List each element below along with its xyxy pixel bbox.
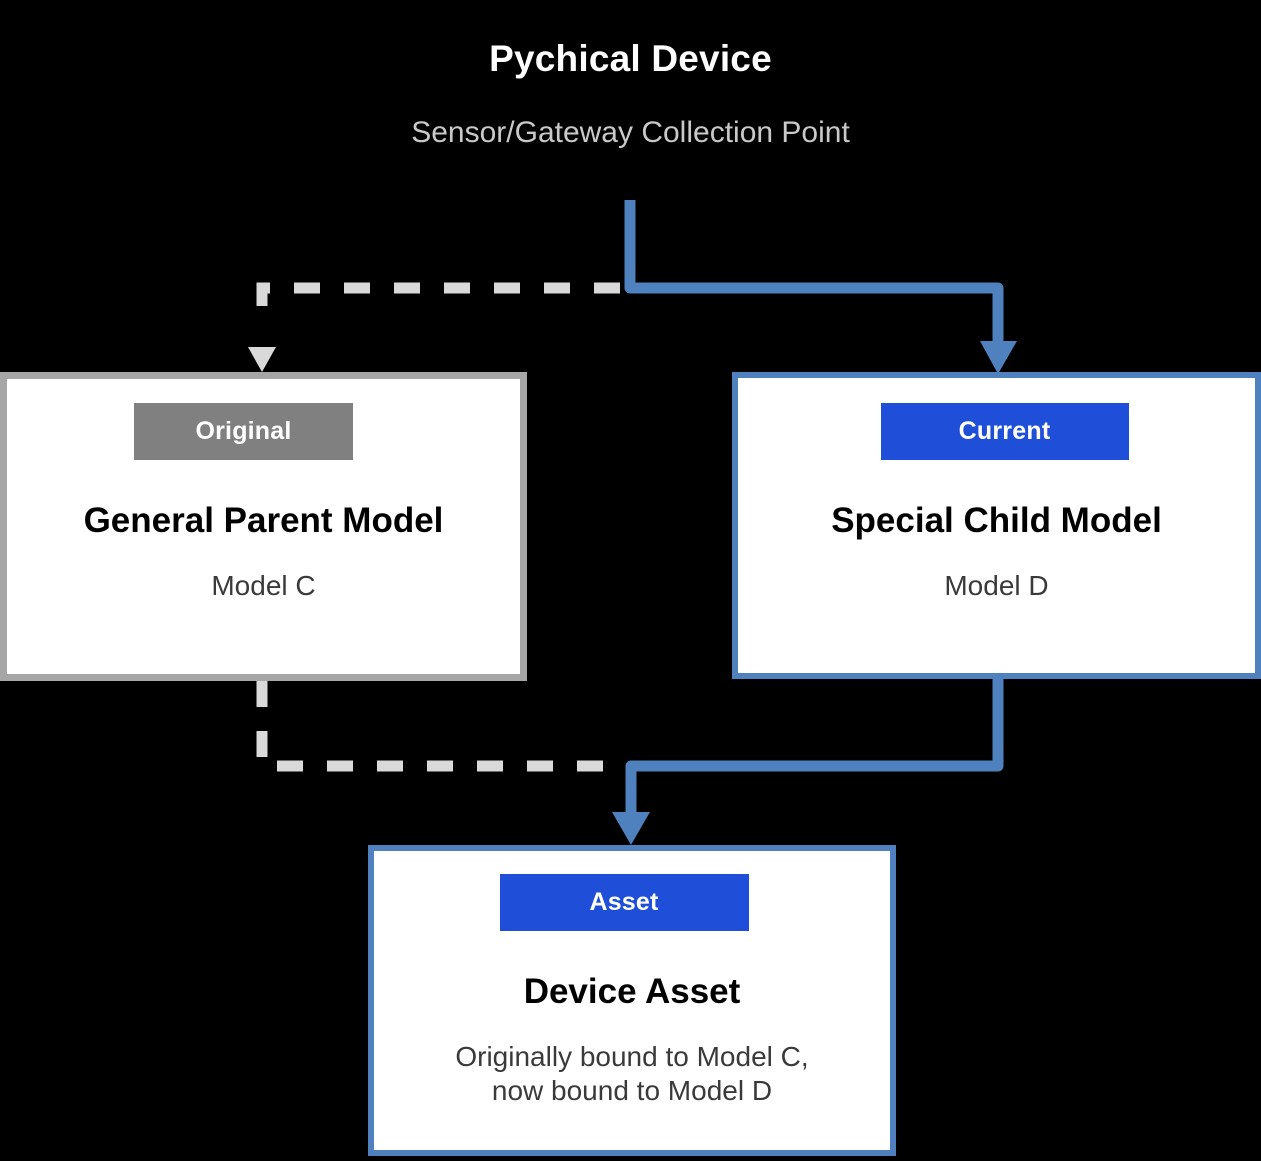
page-subtitle: Sensor/Gateway Collection Point <box>411 116 850 149</box>
node-title-device-asset: Device Asset <box>523 972 741 1011</box>
connector-parent-to-asset <box>256 681 620 772</box>
node-title-special-child-model: Special Child Model <box>831 501 1162 540</box>
node-device-asset[interactable]: Asset Device Asset Originally bound to M… <box>368 845 896 1156</box>
node-subtitle-model-c: Model C <box>211 569 316 601</box>
status-badge-current: Current <box>880 403 1129 460</box>
page-title: Pychical Device <box>489 38 772 79</box>
node-subtitle-line-2: now bound to Model D <box>491 1074 773 1106</box>
node-subtitle-model-d: Model D <box>944 569 1049 601</box>
node-subtitle-device-asset: Originally bound to Model C, now bound t… <box>455 1040 808 1108</box>
node-special-child-model[interactable]: Current Special Child Model Model D <box>732 372 1261 679</box>
status-badge-original: Original <box>134 403 353 460</box>
node-subtitle-line-1: Originally bound to Model C, <box>455 1040 809 1072</box>
connector-child-to-asset <box>612 679 1004 845</box>
node-title-general-parent-model: General Parent Model <box>83 501 444 540</box>
node-general-parent-model[interactable]: Original General Parent Model Model C <box>0 372 527 681</box>
connector-device-to-child <box>624 200 1017 374</box>
status-badge-asset: Asset <box>499 874 749 931</box>
connector-device-to-parent <box>248 282 620 372</box>
